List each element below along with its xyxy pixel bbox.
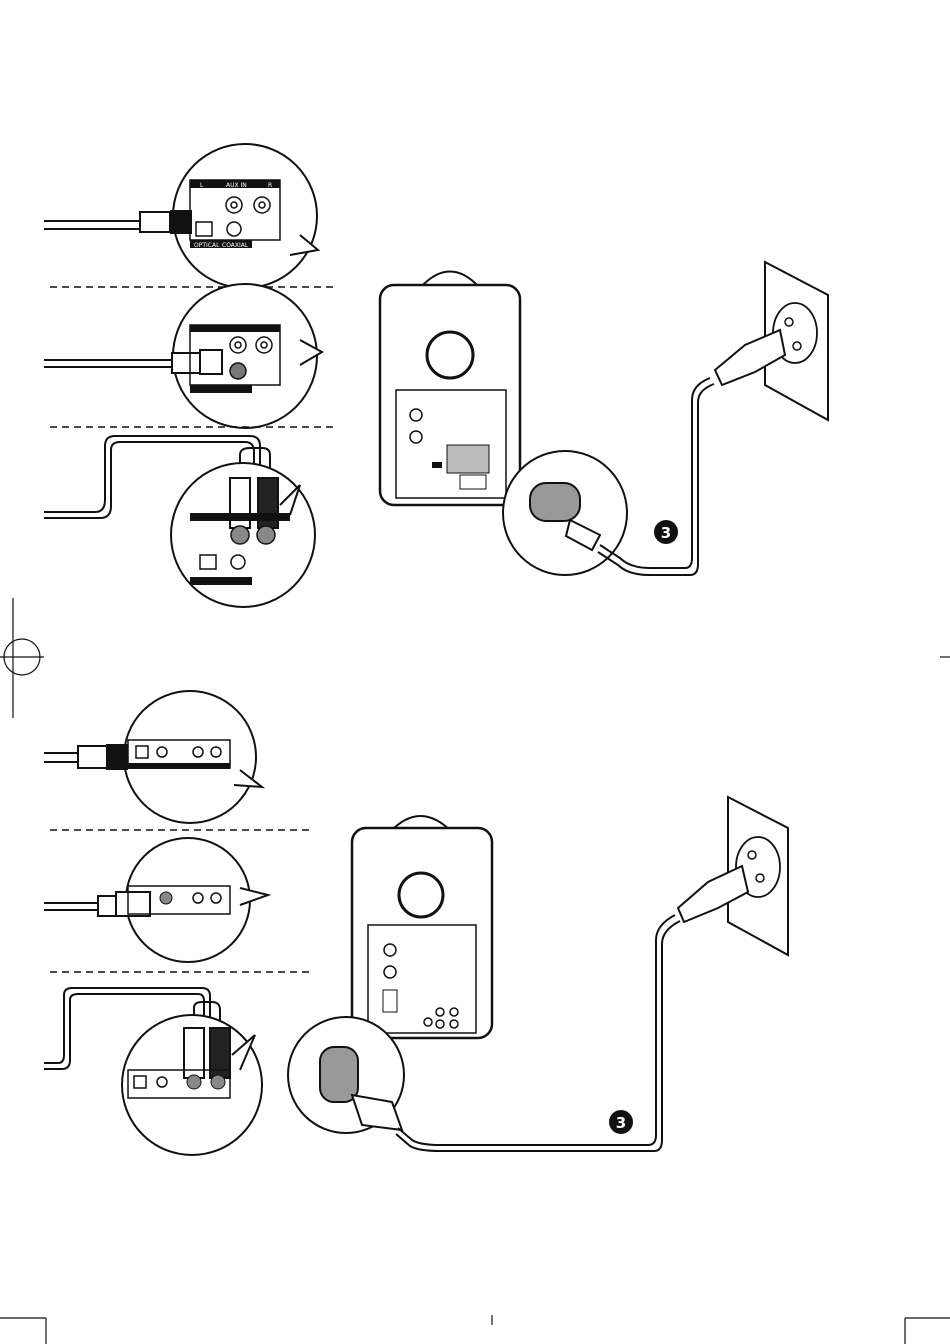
panel-optical-bottom bbox=[44, 691, 262, 823]
step-number-bottom: 3 bbox=[616, 1114, 626, 1132]
power-inlet-zoom-top bbox=[503, 451, 627, 575]
right-label: R bbox=[268, 182, 272, 189]
step-number-top: 3 bbox=[661, 524, 671, 542]
wall-socket-bottom bbox=[678, 797, 788, 955]
optical-label: OPTICAL bbox=[194, 242, 220, 249]
panel-coaxial-top bbox=[44, 284, 322, 428]
panel-optical-top: AUX IN L R OPTICAL COAXIAL bbox=[44, 144, 318, 288]
aux-in-label: AUX IN bbox=[226, 182, 247, 189]
speaker-rear-bottom bbox=[352, 816, 492, 1038]
coaxial-label: COAXIAL bbox=[222, 242, 249, 249]
panel-rca-bottom bbox=[44, 988, 262, 1155]
panel-coaxial-bottom bbox=[44, 838, 268, 962]
wall-socket-top bbox=[715, 262, 828, 420]
speaker-rear-top bbox=[380, 272, 520, 506]
panel-rca-top bbox=[44, 436, 315, 607]
power-inlet-zoom-bottom bbox=[288, 1017, 404, 1133]
